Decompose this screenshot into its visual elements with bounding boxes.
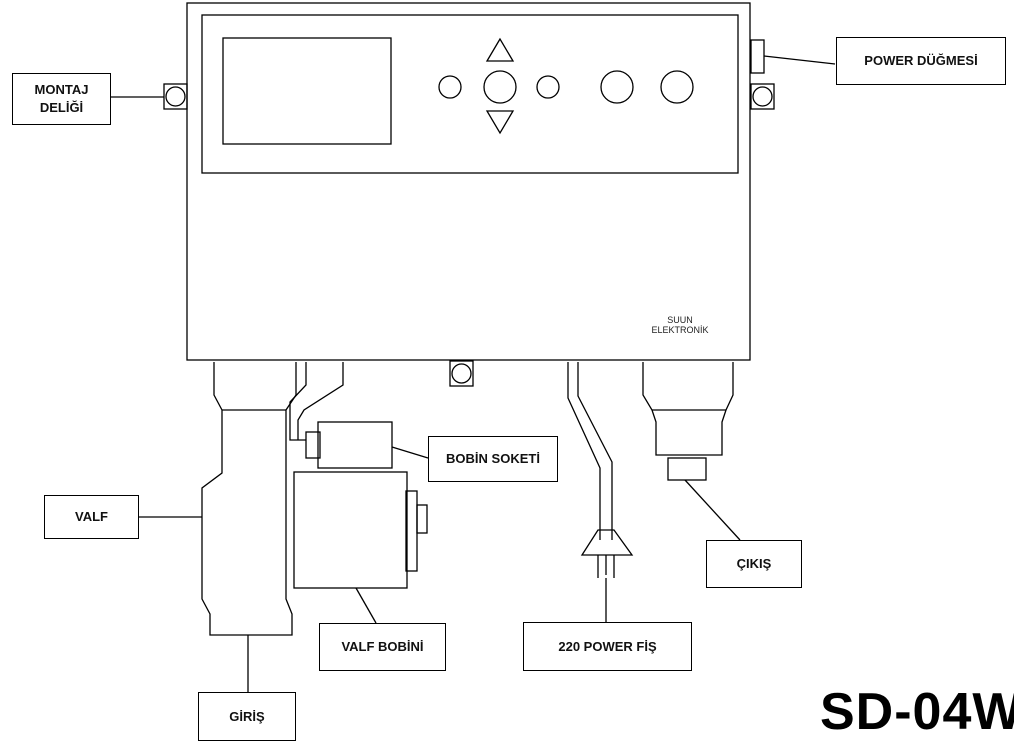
- valve-coil-cap-tip: [416, 504, 428, 534]
- brand-line1: SUUN: [667, 315, 693, 325]
- function-button-2: [660, 70, 694, 104]
- label-cikis: ÇIKIŞ: [706, 540, 802, 588]
- valve-body: [201, 362, 297, 636]
- label-power-fis-text: 220 POWER FİŞ: [558, 638, 657, 654]
- label-power-dugmesi: POWER DÜĞMESİ: [836, 37, 1006, 85]
- label-cikis-text: ÇIKIŞ: [736, 556, 772, 572]
- label-valf: VALF: [44, 495, 139, 539]
- coil-socket-cable: [289, 362, 344, 441]
- model-number: SD-04W: [820, 683, 1014, 741]
- brand-label: SUUN ELEKTRONİK: [640, 315, 720, 336]
- label-bobin-soketi: BOBİN SOKETİ: [428, 436, 558, 482]
- label-giris: GİRİŞ: [198, 692, 296, 741]
- up-arrow-icon: [485, 37, 515, 62]
- label-montaj-line2: DELİĞİ: [39, 100, 84, 115]
- power-cable: [567, 362, 613, 540]
- label-valf-bobini: VALF BOBİNİ: [319, 623, 446, 671]
- mounting-hole-left: [163, 83, 188, 110]
- label-power-dugmesi-text: POWER DÜĞMESİ: [864, 53, 978, 69]
- left-button: [438, 75, 462, 99]
- down-arrow-icon: [485, 110, 515, 135]
- brand-line2: ELEKTRONİK: [651, 324, 709, 335]
- mounting-hole-bottom: [449, 360, 474, 387]
- label-power-fis: 220 POWER FİŞ: [523, 622, 692, 671]
- outlet-fitting: [642, 362, 734, 456]
- outlet-nozzle: [667, 457, 707, 481]
- label-valf-bobini-text: VALF BOBİNİ: [341, 639, 424, 655]
- label-valf-text: VALF: [75, 509, 108, 525]
- power-plug: [580, 529, 634, 556]
- label-giris-text: GİRİŞ: [229, 708, 265, 724]
- coil-socket-plug: [305, 431, 321, 459]
- valve-coil: [293, 471, 408, 589]
- label-bobin-soketi-text: BOBİN SOKETİ: [446, 451, 540, 467]
- mounting-hole-right: [750, 83, 775, 110]
- function-button-1: [600, 70, 634, 104]
- display-screen: [222, 37, 392, 145]
- center-button: [483, 70, 517, 104]
- coil-socket: [317, 421, 393, 469]
- power-switch: [750, 39, 765, 74]
- leader-power-dugmesi: [763, 55, 836, 65]
- leader-bobin-soketi: [391, 446, 429, 459]
- leader-valf-bobini: [355, 587, 377, 624]
- label-montaj-line1: MONTAJ: [34, 82, 89, 98]
- label-montaj-deligi: MONTAJ DELİĞİ: [12, 73, 111, 125]
- controller-housing: [186, 2, 751, 361]
- right-button: [536, 75, 560, 99]
- control-panel: [201, 14, 739, 174]
- leader-cikis: [684, 479, 741, 541]
